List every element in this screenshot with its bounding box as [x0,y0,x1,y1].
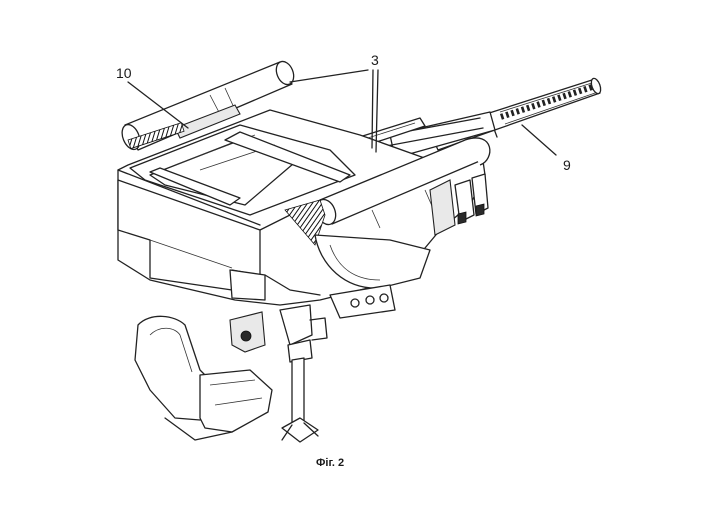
figure-caption: Фіг. 2 [316,457,345,469]
barrel-slot [552,96,557,103]
smoke-launcher-canister-left [121,60,295,151]
barrel-slot [510,109,515,117]
barrel-slot [520,106,526,113]
barrel-slot [557,94,562,102]
barrel-slot [562,92,567,100]
barrel-slot [526,104,531,112]
lower-bracket [329,284,396,319]
barrel-slot [531,102,536,110]
barrel-slot [505,111,510,119]
barrel-slot [567,91,572,98]
barrel-slot [546,97,552,105]
gun-barrel [359,77,602,159]
barrel-slot [541,99,546,107]
gun-cradle [314,234,431,289]
leader-lines [127,69,557,156]
barrel-slot [572,89,578,96]
barrel-slot [583,85,588,93]
smoke-launcher-canister-right [284,137,491,246]
barrel-slot [578,87,583,95]
top-cover [129,124,356,216]
part-label-3: 3 [371,52,379,68]
pedestal [229,304,328,443]
barrel-cooling-slots [500,84,593,120]
barrel-slot [515,108,520,115]
barrel-slot [588,84,593,91]
part-label-10: 10 [116,65,132,81]
operator-seat [134,315,273,441]
barrel-slot [500,113,505,120]
barrel-slot [536,101,541,108]
part-label-9: 9 [563,157,571,173]
grip-assembly [429,173,489,236]
